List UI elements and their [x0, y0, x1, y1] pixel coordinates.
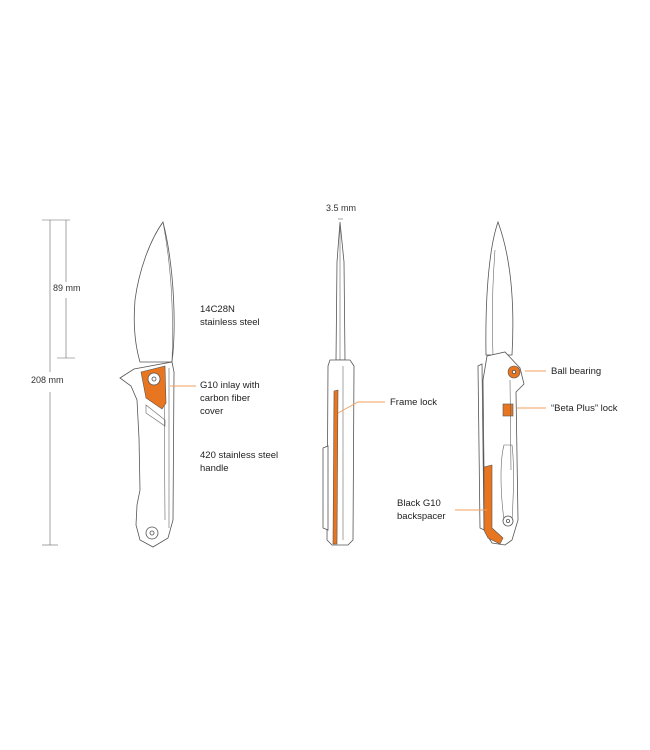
backspacer-line: Black G10 [397, 498, 441, 509]
inlay-line: cover [200, 406, 224, 417]
inlay-label: G10 inlay with carbon fiber cover [200, 379, 260, 418]
inlay-line: G10 inlay with [200, 380, 260, 391]
blade-length-label: 89 mm [53, 283, 81, 293]
knife-front-view [119, 221, 196, 548]
beta-plus-lock-label: “Beta Plus” lock [551, 403, 618, 414]
handle-line: handle [200, 463, 229, 474]
frame-lock-label: Frame lock [390, 397, 437, 408]
dimension-lines [42, 218, 343, 546]
backspacer-line: backspacer [397, 511, 446, 522]
blade-thickness-label: 3.5 mm [326, 203, 357, 213]
overall-length-label: 208 mm [31, 375, 64, 385]
blade-steel-line: 14C28N [200, 304, 235, 315]
blade-steel-line: stainless steel [200, 317, 260, 328]
handle-label: 420 stainless steel handle [200, 449, 278, 475]
knife-back-view [455, 220, 546, 546]
blade-steel-label: 14C28N stainless steel [200, 303, 260, 329]
knife-side-view [322, 221, 385, 546]
handle-line: 420 stainless steel [200, 450, 279, 461]
backspacer-label: Black G10 backspacer [397, 497, 446, 523]
inlay-line: carbon fiber [200, 393, 251, 404]
ball-bearing-label: Ball bearing [551, 366, 602, 377]
